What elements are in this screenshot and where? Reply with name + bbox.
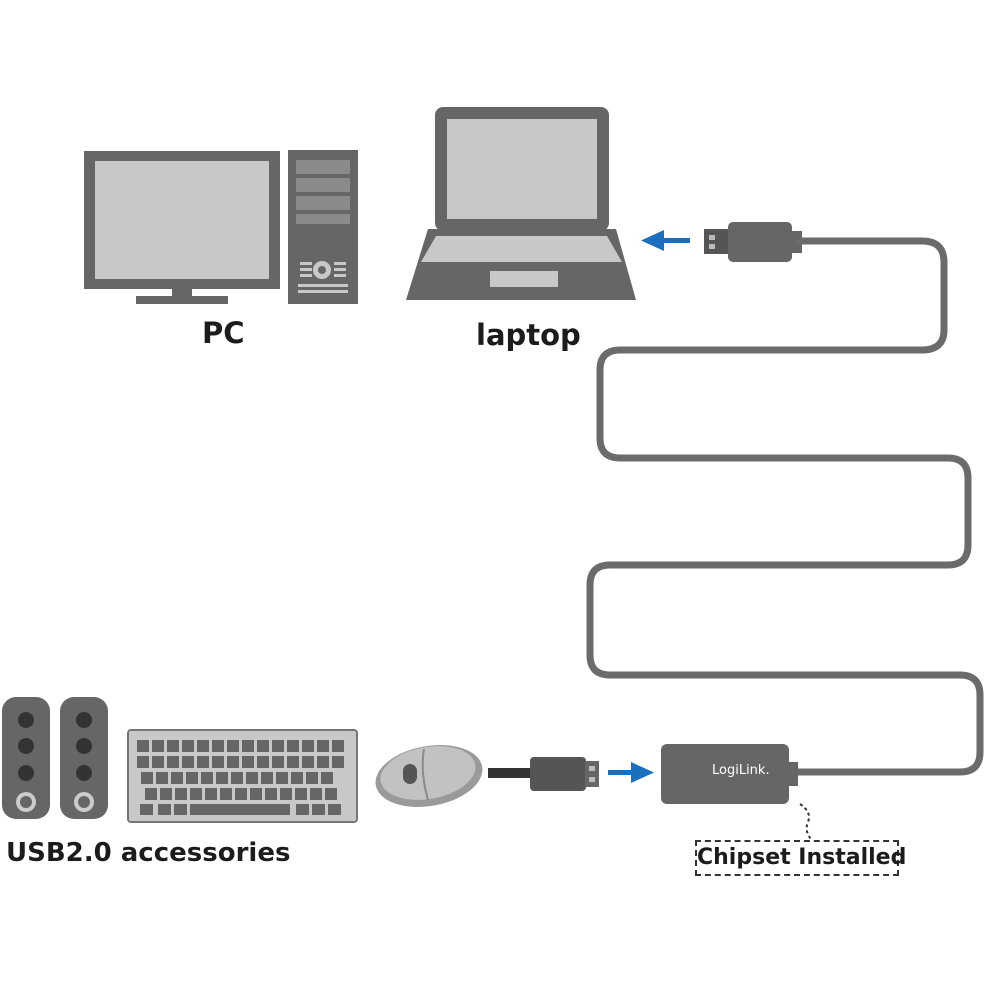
arrow-icon xyxy=(608,762,654,783)
speaker-icon xyxy=(2,697,50,819)
keyboard-icon xyxy=(127,729,358,823)
keyboard-key xyxy=(167,756,179,768)
keyboard-key xyxy=(227,756,239,768)
keyboard-key xyxy=(317,740,329,752)
keyboard-key xyxy=(265,788,277,800)
keyboard-key xyxy=(140,804,153,815)
keyboard-key xyxy=(145,788,157,800)
keyboard-key xyxy=(325,788,337,800)
keyboard-key xyxy=(328,804,341,815)
keyboard-key xyxy=(197,756,209,768)
keyboard-key xyxy=(272,740,284,752)
keyboard-key xyxy=(332,756,344,768)
speaker-icon xyxy=(60,697,108,819)
keyboard-key xyxy=(220,788,232,800)
keyboard-key xyxy=(137,756,149,768)
tower-icon xyxy=(288,150,358,304)
keyboard-key xyxy=(227,740,239,752)
laptop-icon xyxy=(406,107,636,300)
keyboard-key xyxy=(235,788,247,800)
keyboard-key xyxy=(182,756,194,768)
keyboard-key xyxy=(167,740,179,752)
brand-logo: LogiLink. xyxy=(712,763,770,778)
keyboard-key xyxy=(276,772,288,784)
keyboard-key xyxy=(182,740,194,752)
keyboard-key xyxy=(242,740,254,752)
keyboard-spacebar xyxy=(190,804,290,815)
keyboard-key xyxy=(175,788,187,800)
keyboard-key xyxy=(152,756,164,768)
keyboard-key xyxy=(174,804,187,815)
keyboard-key xyxy=(302,740,314,752)
keyboard-key xyxy=(152,740,164,752)
keyboard-key xyxy=(246,772,258,784)
keyboard-key xyxy=(312,804,325,815)
accessories-label: USB2.0 accessories xyxy=(6,838,291,868)
keyboard-key xyxy=(287,756,299,768)
keyboard-key xyxy=(212,740,224,752)
keyboard-key xyxy=(212,756,224,768)
callout-line xyxy=(799,803,813,841)
keyboard-key xyxy=(306,772,318,784)
keyboard-key xyxy=(287,740,299,752)
adapter-box-icon xyxy=(661,744,798,804)
usb-plug-icon xyxy=(530,757,599,791)
usb-plug-icon xyxy=(704,222,802,262)
arrow-icon xyxy=(641,230,690,251)
mouse-icon xyxy=(375,745,483,807)
usb-cable xyxy=(586,237,984,776)
keyboard-key xyxy=(158,804,171,815)
keyboard-key xyxy=(296,804,309,815)
keyboard-key xyxy=(242,756,254,768)
keyboard-key xyxy=(156,772,168,784)
keyboard-key xyxy=(201,772,213,784)
chipset-label: Chipset Installed xyxy=(695,840,906,876)
keyboard-key xyxy=(197,740,209,752)
keyboard-key xyxy=(321,772,333,784)
keyboard-key xyxy=(205,788,217,800)
keyboard-key xyxy=(137,740,149,752)
keyboard-key xyxy=(231,772,243,784)
keyboard-key xyxy=(216,772,228,784)
keyboard-key xyxy=(257,756,269,768)
laptop-label: laptop xyxy=(476,318,581,352)
monitor-icon xyxy=(84,151,280,304)
keyboard-key xyxy=(302,756,314,768)
keyboard-key xyxy=(310,788,322,800)
keyboard-key xyxy=(141,772,153,784)
keyboard-key xyxy=(261,772,273,784)
keyboard-key xyxy=(250,788,262,800)
mouse-cable xyxy=(488,768,532,778)
keyboard-key xyxy=(317,756,329,768)
keyboard-key xyxy=(295,788,307,800)
keyboard-key xyxy=(171,772,183,784)
pc-label: PC xyxy=(202,316,245,350)
keyboard-key xyxy=(160,788,172,800)
keyboard-key xyxy=(291,772,303,784)
keyboard-key xyxy=(272,756,284,768)
keyboard-key xyxy=(190,788,202,800)
keyboard-key xyxy=(186,772,198,784)
keyboard-key xyxy=(257,740,269,752)
keyboard-key xyxy=(332,740,344,752)
keyboard-key xyxy=(280,788,292,800)
